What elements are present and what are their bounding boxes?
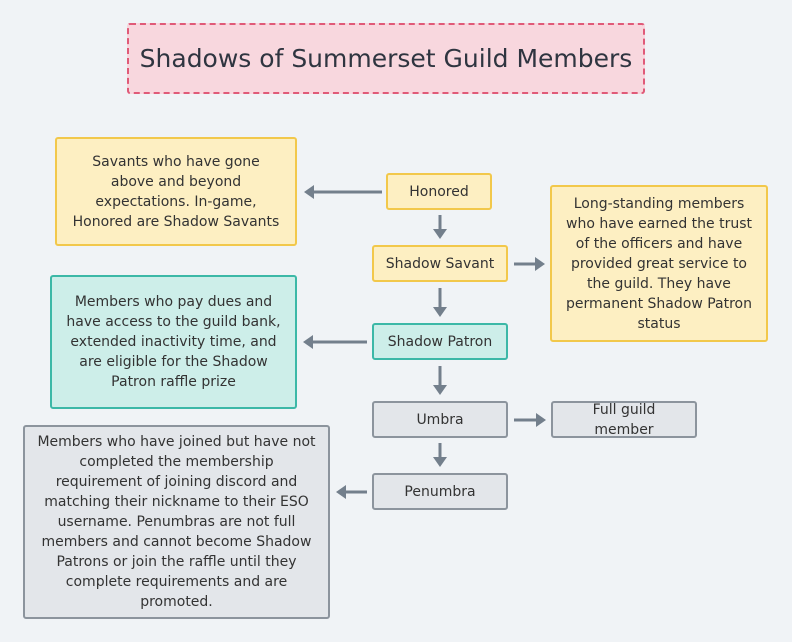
diagram-title: Shadows of Summerset Guild Members xyxy=(127,23,645,94)
arrow-savant-to-patron xyxy=(433,288,447,317)
desc-penumbra: Members who have joined but have not com… xyxy=(23,425,330,619)
arrow-patron-to-umbra xyxy=(433,366,447,395)
node-shadow-patron: Shadow Patron xyxy=(372,323,508,360)
desc-shadow-savant: Long-standing members who have earned th… xyxy=(550,185,768,342)
desc-umbra: Full guild member xyxy=(551,401,697,438)
node-honored: Honored xyxy=(386,173,492,210)
arrow-honored-to-desc xyxy=(304,185,382,199)
node-umbra: Umbra xyxy=(372,401,508,438)
arrow-honored-to-savant xyxy=(433,215,447,239)
desc-honored: Savants who have gone above and beyond e… xyxy=(55,137,297,246)
node-shadow-savant: Shadow Savant xyxy=(372,245,508,282)
arrow-umbra-to-penumbra xyxy=(433,443,447,467)
node-penumbra: Penumbra xyxy=(372,473,508,510)
arrow-umbra-to-desc xyxy=(514,413,546,427)
arrow-patron-to-desc xyxy=(303,335,367,349)
desc-shadow-patron: Members who pay dues and have access to … xyxy=(50,275,297,409)
arrow-penumbra-to-desc xyxy=(336,485,367,499)
arrow-savant-to-desc xyxy=(514,257,545,271)
